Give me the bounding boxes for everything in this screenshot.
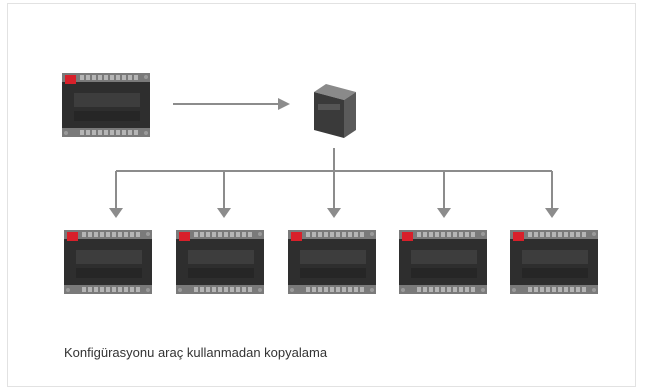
arrowhead [217,208,231,218]
arrowhead [109,208,123,218]
target-plc-icon [288,230,376,294]
arrowhead [327,208,341,218]
transfer-arrow [173,98,290,110]
arrowhead [545,208,559,218]
target-plc-icon [510,230,598,294]
target-plc-icon [64,230,152,294]
target-plc-icon [176,230,264,294]
memory-cassette-icon [314,84,356,138]
diagram-caption: Konfigürasyonu araç kullanmadan kopyalam… [64,345,328,360]
source-plc-icon [62,73,150,137]
arrowhead [437,208,451,218]
target-plc-icon [399,230,487,294]
distribution-arrows [115,148,553,209]
diagram-frame [7,3,636,387]
